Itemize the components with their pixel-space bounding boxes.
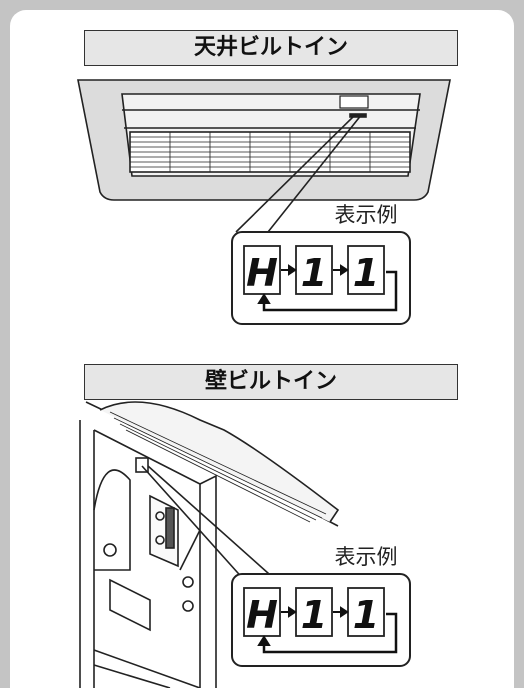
display-digit-3: 1 [353, 593, 379, 637]
section-title-ceiling: 天井ビルトイン [84, 30, 458, 66]
example-label-ceiling: 表示例 [335, 203, 398, 227]
display-digit-1: H [246, 593, 278, 637]
display-digit-1: H [246, 251, 278, 295]
wall-unit-illustration [79, 401, 340, 688]
illustration-canvas: 表示例 H 1 1 [77, 79, 451, 688]
content-panel: 天井ビルトイン 壁ビルトイン [10, 10, 514, 688]
display-digit-2: 1 [301, 251, 327, 295]
display-panel-wall: H 1 1 [231, 573, 411, 667]
display-panel-ceiling: H 1 1 [231, 231, 411, 325]
ceiling-unit-illustration [77, 79, 451, 233]
display-digit-2: 1 [301, 593, 327, 637]
section-title-wall: 壁ビルトイン [84, 364, 458, 400]
example-label-wall: 表示例 [335, 545, 398, 569]
display-digit-3: 1 [353, 251, 379, 295]
